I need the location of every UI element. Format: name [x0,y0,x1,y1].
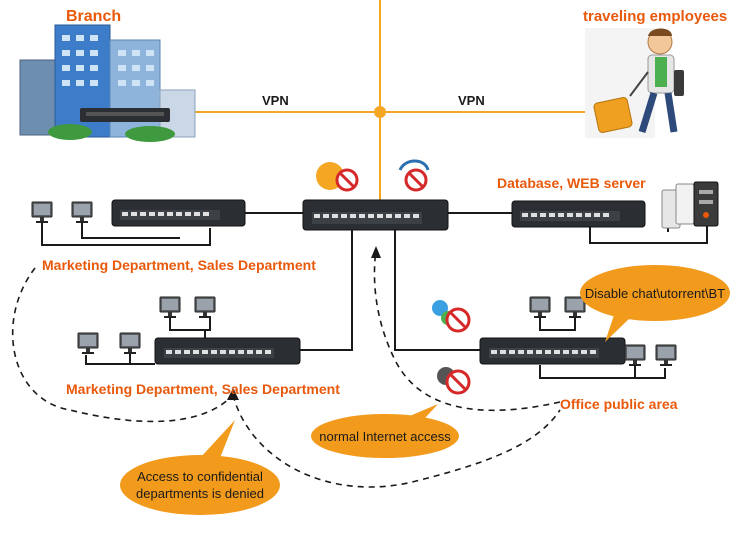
office-public-area-label: Office public area [560,396,678,412]
computer-icon [529,296,551,319]
disable-apps-text: Disable chat\utorrent\BT [585,286,725,301]
marketing-sales-top-label: Marketing Department, Sales Department [42,257,316,273]
arrow-up-head [371,246,381,258]
traveler-icon [585,28,684,138]
vpn-left-label: VPN [262,93,289,108]
access-denied-text-line2: departments is denied [136,486,264,501]
server-icon [661,181,719,229]
computer-icon [31,201,53,224]
computer-icon [77,332,99,355]
marketing-switch-bottom-icon [154,337,301,365]
normal-access-bubble: normal Internet access [311,404,459,458]
database-web-server-label: Database, WEB server [497,175,646,191]
blocked-chat-icon [398,159,430,192]
computer-icon [159,296,181,319]
office-switch-icon [479,337,626,365]
building-icon [19,24,196,142]
disable-apps-bubble: Disable chat\utorrent\BT [580,265,730,342]
computer-icon [624,344,646,367]
access-denied-text-line1: Access to confidential [137,469,263,484]
server-switch-icon [511,200,646,228]
computer-icon [194,296,216,319]
blocked-download-icon [437,367,471,395]
traveling-employees-label: traveling employees [583,8,727,25]
computer-icon [119,332,141,355]
branch-label: Branch [66,8,121,25]
computer-icon [564,296,586,319]
blocked-download-icon [316,162,359,192]
vpn-right-label: VPN [458,93,485,108]
vpn-links [160,0,620,200]
arrow-head [227,388,239,400]
normal-access-text: normal Internet access [319,429,451,444]
marketing-sales-bottom-label: Marketing Department, Sales Department [66,381,340,397]
computer-icon [71,201,93,224]
computer-icon [655,344,677,367]
cables [41,212,708,379]
access-denied-bubble: Access to confidential departments is de… [120,420,280,515]
dashed-paths [11,249,561,488]
marketing-switch-top-icon [111,199,246,227]
core-switch-icon [302,199,449,231]
blocked-chat-icon [432,300,471,333]
vpn-hub-dot [374,106,386,118]
